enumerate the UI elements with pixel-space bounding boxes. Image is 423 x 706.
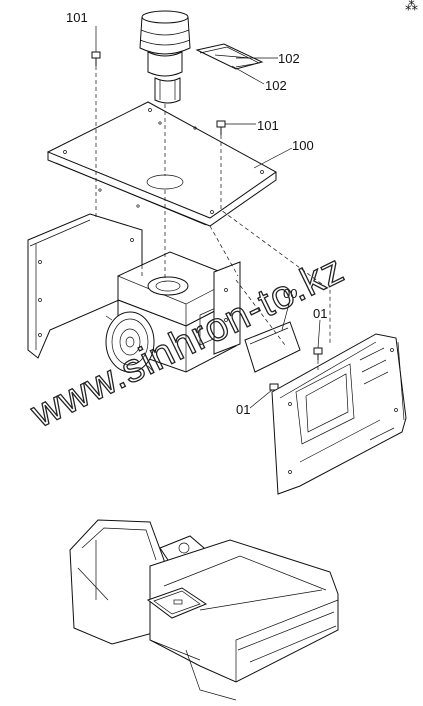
label-102-upper: 102 (278, 51, 300, 66)
corner-mark: ⁂ (405, 0, 418, 13)
bolt-101-left (91, 51, 101, 66)
part-labels: 101 102 102 101 100 00 01 01 (66, 10, 327, 417)
excavator-overview (69, 519, 339, 701)
pulley (105, 311, 155, 373)
cover-plate-102 (195, 43, 264, 70)
label-01-right: 01 (313, 306, 327, 321)
label-102-lower: 102 (265, 78, 287, 93)
small-cover-00 (244, 321, 301, 373)
bolt-101-right (216, 120, 226, 135)
air-cleaner (139, 10, 191, 104)
leader-lines (95, 26, 321, 409)
label-01-left: 01 (236, 402, 250, 417)
label-101-right: 101 (257, 118, 279, 133)
top-plate-100 (46, 101, 277, 227)
alignment-lines (95, 66, 331, 370)
right-side-panel (271, 333, 407, 495)
label-00: 00 (283, 286, 297, 301)
left-side-panel (27, 213, 143, 359)
label-100: 100 (292, 138, 314, 153)
bolt-01-right (313, 347, 323, 360)
label-101-left: 101 (66, 10, 88, 25)
engine-block (117, 251, 241, 373)
